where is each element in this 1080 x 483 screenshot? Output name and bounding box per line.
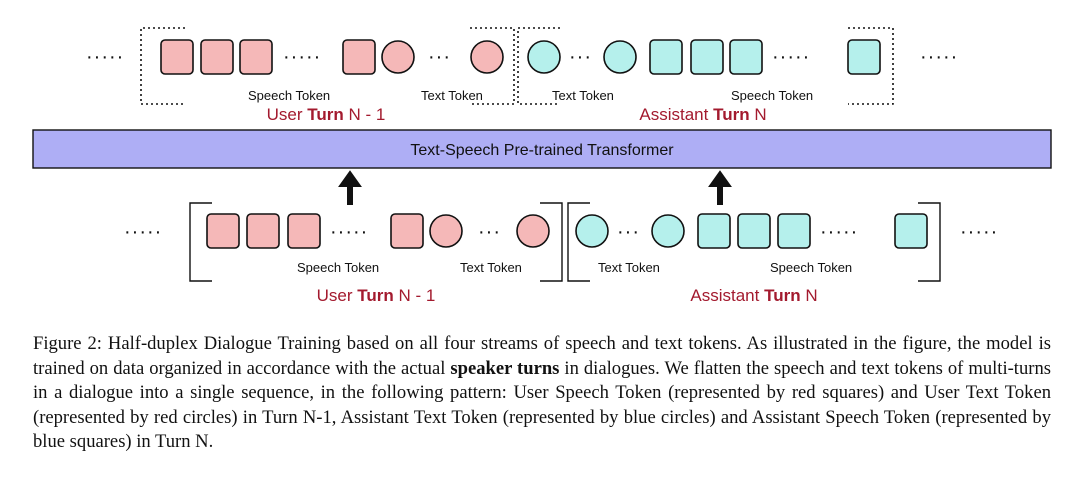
user-turn-label: User Turn N - 1 bbox=[317, 286, 436, 305]
ellipsis: ··· bbox=[478, 221, 501, 243]
up-arrow-icon bbox=[708, 170, 732, 205]
user-speech-token-label: Speech Token bbox=[248, 88, 330, 103]
user-turn-bracket-right bbox=[470, 27, 515, 105]
assistant-speech-token bbox=[649, 39, 683, 75]
transformer-label: Text-Speech Pre-trained Transformer bbox=[410, 142, 674, 159]
assistant-turn-bracket-left bbox=[567, 202, 590, 282]
user-text-token bbox=[429, 214, 463, 248]
assistant-speech-token bbox=[894, 213, 928, 249]
user-speech-token bbox=[239, 39, 273, 75]
ellipsis: ····· bbox=[330, 221, 368, 243]
user-speech-token bbox=[200, 39, 234, 75]
caption-text: Figure 2: Half-duplex Dialogue Training … bbox=[33, 333, 1051, 379]
caption-emphasis: speaker turns bbox=[450, 357, 560, 379]
ellipsis: ····· bbox=[124, 221, 162, 243]
transformer-bar bbox=[32, 129, 1052, 169]
ellipsis: ····· bbox=[86, 46, 124, 68]
assistant-text-token bbox=[603, 40, 637, 74]
assistant-speech-token-label: Speech Token bbox=[770, 260, 852, 275]
user-speech-token-label: Speech Token bbox=[297, 260, 379, 275]
assistant-text-token bbox=[527, 40, 561, 74]
assistant-text-token-label: Text Token bbox=[598, 260, 660, 275]
caption-text: in dialogues. We flatten the speech and … bbox=[33, 357, 1051, 453]
assistant-speech-token bbox=[690, 39, 724, 75]
top-row: ····· ····· ··· ··· ····· ····· Speech T… bbox=[86, 27, 958, 124]
figure-caption: Figure 2: Half-duplex Dialogue Training … bbox=[33, 332, 1051, 455]
up-arrow-icon bbox=[338, 170, 362, 205]
user-speech-token bbox=[160, 39, 194, 75]
assistant-turn-label: Assistant Turn N bbox=[690, 286, 817, 305]
user-turn-bracket-left bbox=[140, 27, 185, 105]
assistant-turn-bracket-right bbox=[918, 202, 941, 282]
bottom-row: ····· ····· ··· ··· ····· ····· Speech T… bbox=[124, 202, 998, 305]
user-speech-token bbox=[390, 213, 424, 249]
assistant-text-token bbox=[651, 214, 685, 248]
user-text-token bbox=[516, 214, 550, 248]
user-speech-token bbox=[206, 213, 240, 249]
ellipsis: ··· bbox=[617, 221, 640, 243]
user-speech-token bbox=[287, 213, 321, 249]
assistant-speech-token-label: Speech Token bbox=[731, 88, 813, 103]
ellipsis: ····· bbox=[820, 221, 858, 243]
user-speech-token bbox=[246, 213, 280, 249]
dialogue-training-diagram: .red { fill: #f5b8b8; stroke: #111; stro… bbox=[32, 27, 1052, 305]
ellipsis: ····· bbox=[960, 221, 998, 243]
assistant-speech-token bbox=[729, 39, 763, 75]
user-speech-token bbox=[342, 39, 376, 75]
user-turn-bracket-right bbox=[540, 202, 563, 282]
assistant-speech-token bbox=[847, 39, 881, 75]
user-text-token bbox=[381, 40, 415, 74]
assistant-turn-label: Assistant Turn N bbox=[639, 105, 766, 124]
ellipsis: ····· bbox=[772, 46, 810, 68]
user-text-token-label: Text Token bbox=[421, 88, 483, 103]
user-text-token bbox=[470, 40, 504, 74]
transformer-block: Text-Speech Pre-trained Transformer bbox=[32, 129, 1052, 169]
assistant-turn-bracket-left bbox=[517, 27, 560, 105]
ellipsis: ··· bbox=[569, 46, 592, 68]
ellipsis: ····· bbox=[283, 46, 321, 68]
assistant-speech-token bbox=[697, 213, 731, 249]
ellipsis: ····· bbox=[920, 46, 958, 68]
ellipsis: ··· bbox=[428, 46, 451, 68]
user-text-token-label: Text Token bbox=[460, 260, 522, 275]
assistant-text-token-label: Text Token bbox=[552, 88, 614, 103]
user-turn-label: User Turn N - 1 bbox=[267, 105, 386, 124]
assistant-speech-token bbox=[737, 213, 771, 249]
assistant-speech-token bbox=[777, 213, 811, 249]
user-turn-bracket-left bbox=[189, 202, 212, 282]
assistant-text-token bbox=[575, 214, 609, 248]
